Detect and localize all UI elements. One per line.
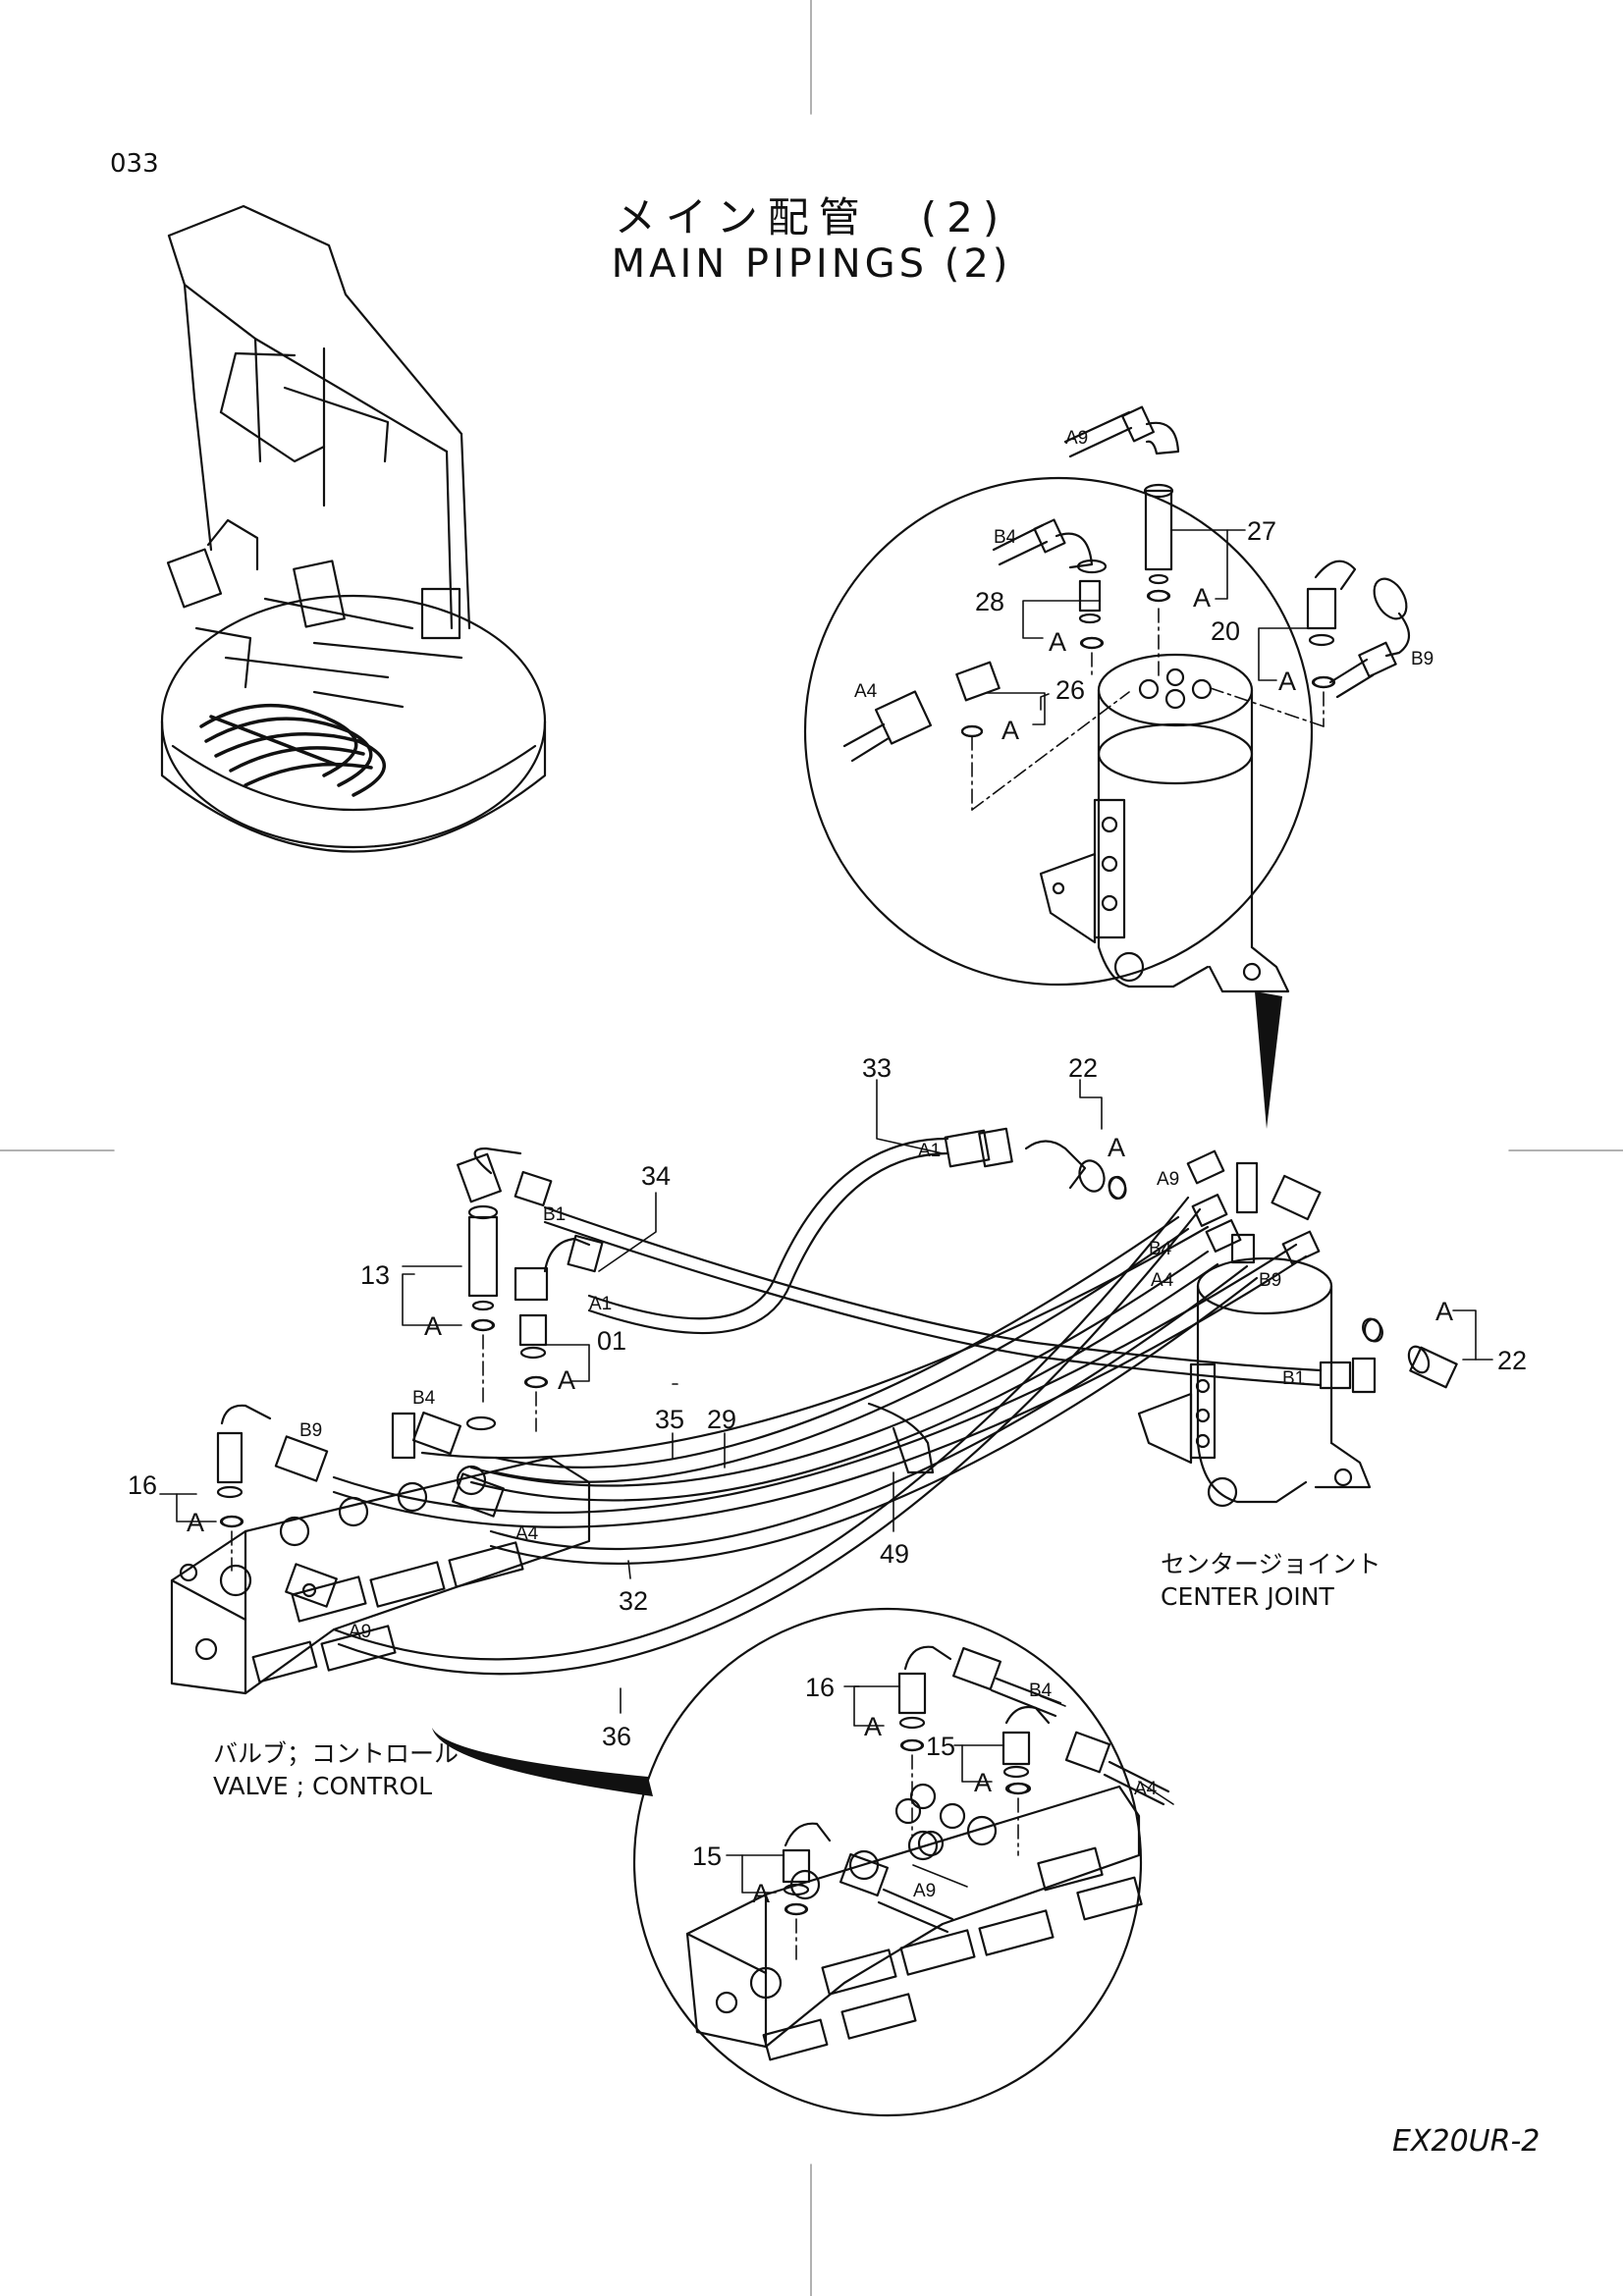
port-label-b9: B9 — [1411, 649, 1434, 669]
port-label-b4: B4 — [412, 1388, 436, 1409]
port-label-a9: A9 — [1157, 1169, 1179, 1190]
o-ring-mark: A — [424, 1311, 442, 1341]
top-detail-center-joint-body — [1039, 653, 1290, 993]
callout-34: 34 — [641, 1161, 671, 1191]
callout-26: 26 — [1055, 675, 1085, 705]
caption-center-joint-en: CENTER JOINT — [1161, 1582, 1334, 1611]
callout-33: 33 — [862, 1053, 892, 1083]
port-label-a4: A4 — [854, 681, 878, 702]
main-hoses — [332, 1137, 1323, 1676]
center-joint-body — [1137, 1256, 1372, 1508]
main-leaders — [159, 1079, 1493, 1714]
callout-36: 36 — [602, 1722, 631, 1751]
bottom-detail-leaders — [726, 1685, 1174, 1964]
port-label-b9: B9 — [1259, 1270, 1281, 1291]
caption-control-valve-jp: バルブ；コントロール — [213, 1739, 459, 1768]
caption-control-valve-en: VALVE ; CONTROL — [213, 1772, 432, 1800]
port-label-a1: A1 — [589, 1294, 612, 1314]
callout-15-detail-right: 15 — [926, 1732, 955, 1761]
callout-32: 32 — [619, 1586, 648, 1616]
port-label-b4: B4 — [994, 527, 1017, 548]
port-label-a9: A9 — [913, 1881, 936, 1901]
o-rings — [220, 589, 1382, 1916]
title-japanese: メイン配管 (2) — [614, 193, 1009, 241]
detail-pointer-top — [1255, 991, 1282, 1129]
excavator-overview-illustration — [160, 204, 547, 853]
model-code: EX20UR-2 — [1392, 2124, 1541, 2159]
detail-pointer-bottom — [432, 1728, 653, 1796]
callout-22-top: 22 — [1068, 1053, 1098, 1083]
bottom-detail-valve-body — [685, 1783, 1143, 2061]
o-ring-mark: A — [974, 1768, 992, 1797]
callout-29: 29 — [707, 1405, 736, 1434]
title-english: MAIN PIPINGS (2) — [611, 241, 1012, 287]
callout-01: 01 — [597, 1326, 626, 1356]
port-label-b4: B4 — [1029, 1681, 1053, 1701]
detail-circle-control-valve — [632, 1607, 1143, 2117]
o-ring-mark: A — [187, 1508, 204, 1537]
o-ring-mark: A — [1001, 716, 1019, 745]
callout-28: 28 — [975, 587, 1004, 616]
callout-16: 16 — [128, 1470, 157, 1500]
o-ring-mark: A — [1278, 667, 1296, 696]
top-detail-leaders — [971, 529, 1325, 811]
callout-27: 27 — [1247, 516, 1276, 546]
o-ring-mark: A — [752, 1879, 770, 1908]
top-detail-fittings — [842, 405, 1411, 763]
callout-16-detail: 16 — [805, 1673, 835, 1702]
port-label-a9: A9 — [349, 1622, 371, 1642]
bottom-detail-fittings — [782, 1645, 1170, 1934]
callout-13: 13 — [360, 1260, 390, 1290]
control-valve-body — [170, 1404, 591, 1695]
caption-center-joint-jp: センタージョイント — [1161, 1550, 1381, 1578]
port-label-a4: A4 — [1134, 1779, 1158, 1799]
o-ring-mark: A — [1108, 1133, 1125, 1162]
port-label-b1: B1 — [1282, 1368, 1305, 1389]
callout-49: 49 — [880, 1539, 909, 1569]
overview-hose-bundle — [199, 703, 386, 797]
o-ring-mark: A — [558, 1365, 575, 1395]
port-label-a4: A4 — [515, 1523, 539, 1544]
callout-22-right: 22 — [1497, 1346, 1527, 1375]
port-label-a1: A1 — [918, 1141, 941, 1161]
port-label-b4: B4 — [1149, 1239, 1172, 1259]
callout-35: 35 — [655, 1405, 684, 1434]
port-label-b9: B9 — [299, 1420, 322, 1441]
callout-15-detail-left: 15 — [692, 1842, 722, 1871]
o-ring-mark: A — [1049, 627, 1066, 657]
port-label-a9: A9 — [1065, 428, 1088, 449]
port-label-b1: B1 — [543, 1204, 566, 1225]
o-ring-mark: A — [864, 1712, 882, 1741]
callout-20: 20 — [1211, 616, 1240, 646]
detail-circle-center-joint — [803, 476, 1314, 987]
page-number: 033 — [110, 149, 159, 179]
o-ring-mark: A — [1193, 583, 1211, 613]
port-label-a4: A4 — [1151, 1270, 1174, 1291]
o-ring-mark: A — [1435, 1297, 1453, 1326]
main-fittings — [457, 1127, 1458, 1394]
